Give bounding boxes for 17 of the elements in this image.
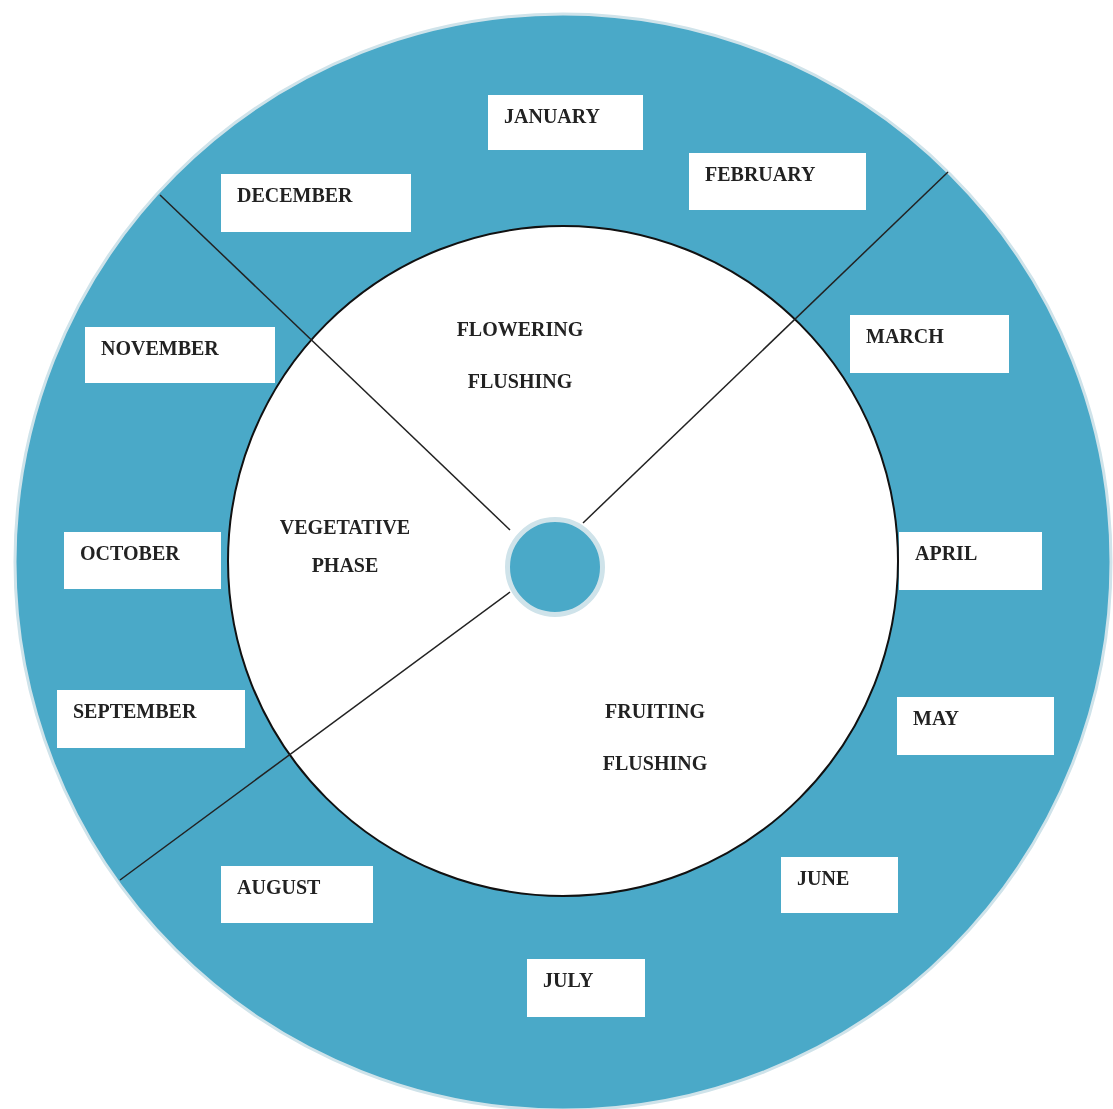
phase-label: FLUSHING [601,751,709,776]
month-box: JULY [527,959,645,1017]
month-box: SEPTEMBER [57,690,245,748]
month-box: AUGUST [221,866,373,923]
month-box: APRIL [899,532,1042,590]
month-box: NOVEMBER [85,327,275,383]
month-box: JANUARY [488,95,643,150]
month-box: FEBRUARY [689,153,866,210]
month-box: MARCH [850,315,1009,373]
phase-label: VEGETATIVE PHASE [278,515,412,578]
month-box: OCTOBER [64,532,221,589]
phase-label: FLUSHING [466,369,574,394]
month-box: JUNE [781,857,898,913]
month-box: DECEMBER [221,174,411,232]
phase-label: FLOWERING [455,317,585,342]
month-box: MAY [897,697,1054,755]
phase-label: FRUITING [604,699,706,724]
